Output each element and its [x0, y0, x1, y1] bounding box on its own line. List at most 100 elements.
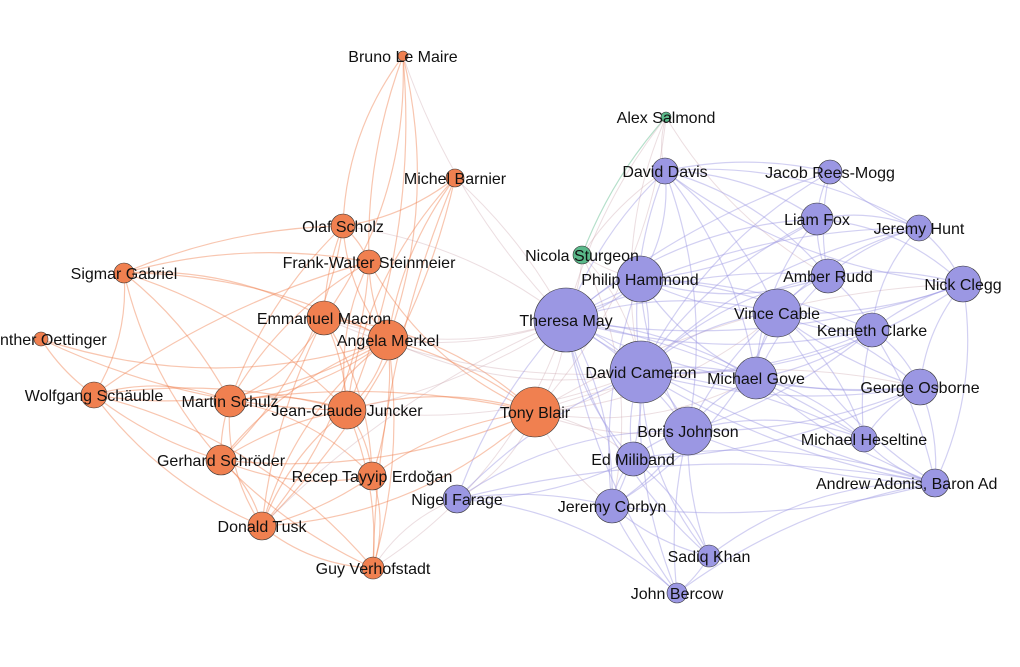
edge-bruno-steinmeier [368, 55, 404, 263]
edge-macron-erdogan [323, 317, 373, 477]
node-label-hammond: Philip Hammond [581, 272, 698, 289]
edge-barnier-scholz [342, 177, 456, 227]
edge-cameron-clegg [640, 283, 964, 374]
node-label-gabriel: Sigmar Gabriel [71, 266, 178, 283]
node-juncker[interactable] [327, 390, 367, 430]
node-steinmeier[interactable] [356, 249, 382, 275]
edge-schaeuble-schroeder [93, 394, 222, 461]
node-label-clarke: Kenneth Clarke [817, 323, 927, 340]
node-schaeuble[interactable] [80, 381, 108, 409]
node-label-erdogan: Recep Tayyip Erdoğan [292, 469, 453, 486]
node-label-gove: Michael Gove [707, 371, 805, 388]
node-schroeder[interactable] [205, 444, 237, 476]
node-label-osborne: George Osborne [860, 380, 979, 397]
edge-cable-adonis [776, 312, 936, 484]
node-label-may: Theresa May [519, 313, 612, 330]
node-blair[interactable] [509, 386, 561, 438]
node-label-rudd: Amber Rudd [783, 269, 873, 286]
node-label-verhofstadt: Guy Verhofstadt [316, 561, 431, 578]
node-fox[interactable] [800, 202, 834, 236]
node-miliband[interactable] [615, 441, 651, 477]
edge-blair-gove [534, 377, 757, 419]
edge-cameron-reesmogg [640, 171, 831, 373]
edge-may-reesmogg [565, 171, 831, 321]
node-verhofstadt[interactable] [361, 556, 385, 580]
node-merkel[interactable] [367, 319, 409, 361]
node-sturgeon[interactable] [572, 245, 592, 265]
node-farage[interactable] [442, 484, 472, 514]
node-mschulz[interactable] [213, 384, 247, 418]
node-heseltine[interactable] [850, 425, 878, 453]
edge-miliband-adonis [632, 449, 936, 484]
node-label-blair: Tony Blair [500, 405, 571, 422]
node-macron[interactable] [306, 300, 342, 336]
edge-may-hunt [565, 227, 920, 321]
node-bercow[interactable] [666, 582, 688, 604]
edge-steinmeier-blair [368, 261, 536, 413]
node-may[interactable] [533, 287, 599, 353]
edge-schaeuble-tusk [93, 394, 263, 527]
edge-gabriel-merkel [123, 272, 389, 341]
edge-macron-blair [323, 317, 536, 413]
edge-corbyn-adonis [611, 482, 936, 514]
node-hunt[interactable] [905, 214, 933, 242]
edge-cameron-adonis [640, 371, 936, 484]
node-label-schaeuble: Wolfgang Schäuble [25, 388, 164, 405]
node-erdogan[interactable] [357, 461, 387, 491]
edge-merkel-schaeuble [93, 339, 389, 402]
node-label-bercow: John Bercow [631, 586, 724, 603]
edge-gabriel-schroeder [123, 272, 222, 461]
node-osborne[interactable] [901, 368, 939, 406]
edge-juncker-cameron [346, 371, 642, 416]
node-johnson[interactable] [663, 406, 713, 456]
node-rudd[interactable] [810, 258, 846, 294]
edge-hammond-clarke [639, 278, 873, 331]
edge-merkel-tusk [261, 339, 389, 527]
node-oettinger[interactable] [33, 331, 49, 347]
node-salmond[interactable] [660, 111, 672, 123]
node-label-mschulz: Martin Schulz [182, 394, 279, 411]
edge-oettinger-juncker [40, 338, 348, 411]
node-label-scholz: Olaf Scholz [302, 219, 384, 236]
node-bruno[interactable] [397, 50, 409, 62]
node-clarke[interactable] [854, 312, 890, 348]
edge-barnier-merkel [387, 177, 456, 341]
node-davis[interactable] [651, 157, 679, 185]
node-khan[interactable] [697, 544, 721, 568]
node-clegg[interactable] [944, 265, 982, 303]
edge-corbyn-farage [456, 493, 613, 507]
edge-bruno-may [402, 55, 567, 321]
node-scholz[interactable] [330, 213, 356, 239]
edge-johnson-adonis [687, 430, 936, 484]
edge-davis-gove [664, 170, 757, 379]
node-adonis[interactable] [920, 468, 950, 498]
edge-verhofstadt-farage [372, 498, 458, 569]
edge-schroeder-verhofstadt [220, 459, 374, 569]
edge-bruno-scholz [342, 55, 404, 227]
edge-bruno-merkel [387, 55, 418, 341]
edge-gabriel-juncker [123, 272, 348, 411]
node-cameron[interactable] [609, 340, 673, 404]
node-label-miliband: Ed Miliband [591, 452, 675, 469]
edge-hammond-rudd [639, 275, 829, 295]
edge-tusk-blair [261, 411, 536, 527]
edge-gabriel-macron [123, 271, 325, 319]
node-barnier[interactable] [445, 168, 465, 188]
edge-clarke-adonis [871, 329, 936, 484]
node-gabriel[interactable] [113, 262, 135, 284]
node-hammond[interactable] [616, 255, 664, 303]
node-label-cameron: David Cameron [585, 365, 696, 382]
edge-bercow-adonis [676, 482, 936, 594]
node-gove[interactable] [734, 356, 778, 400]
node-tusk[interactable] [247, 511, 277, 541]
edge-merkel-schroeder [220, 339, 389, 461]
edge-may-clarke [565, 319, 873, 345]
node-corbyn[interactable] [594, 488, 630, 524]
edge-merkel-cameron [387, 339, 642, 381]
edge-cameron-hunt [640, 227, 920, 373]
edge-osborne-miliband [632, 386, 921, 460]
edge-may-heseltine [565, 319, 865, 440]
node-reesmogg[interactable] [817, 159, 843, 185]
node-cable[interactable] [752, 288, 802, 338]
edge-salmond-cameron [630, 116, 667, 373]
